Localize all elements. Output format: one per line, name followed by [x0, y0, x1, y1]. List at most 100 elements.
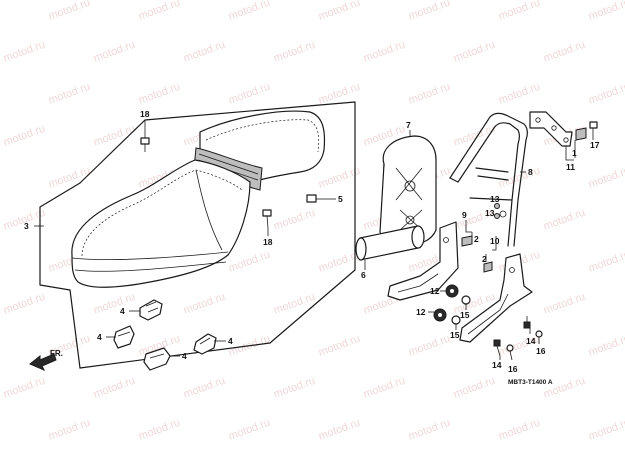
watermark-text: motod.ru	[407, 417, 452, 443]
callout-2-lower: 2	[482, 254, 487, 264]
watermark-text: motod.ru	[497, 81, 542, 107]
watermark-text: motod.ru	[587, 333, 625, 359]
side-plate-left[interactable]	[387, 221, 459, 301]
watermark-text: motod.ru	[2, 291, 47, 317]
bracket-4-c[interactable]	[193, 333, 217, 355]
callout-13-b: 13	[485, 208, 495, 218]
nut-12-lower[interactable]	[433, 308, 447, 322]
washer-16-right[interactable]	[535, 330, 543, 338]
callout-15-lower: 15	[450, 330, 460, 340]
callout-labels: 3 18 18 5 4 4 4 4 6 7 8 9 2 10 2 13 13 1…	[24, 109, 600, 386]
watermark-text: motod.ru	[92, 375, 137, 401]
callout-18-top: 18	[140, 109, 150, 119]
watermark-text: motod.ru	[137, 0, 182, 23]
watermark-text: motod.ru	[587, 81, 625, 107]
watermark-text: motod.ru	[407, 333, 452, 359]
watermark-text: motod.ru	[227, 417, 272, 443]
watermark-text: motod.ru	[362, 39, 407, 65]
callout-11: 11	[566, 162, 575, 172]
watermark-text: motod.ru	[407, 0, 452, 23]
watermark-text: motod.ru	[92, 291, 137, 317]
callout-18-lower: 18	[263, 237, 273, 247]
callout-12-upper: 12	[430, 286, 440, 296]
watermark-text: motod.ru	[0, 0, 2, 23]
watermark-text: motod.ru	[542, 207, 587, 233]
bolt-13-a[interactable]	[494, 203, 500, 209]
watermark-text: motod.ru	[362, 375, 407, 401]
front-direction-arrow: FR.	[29, 349, 63, 371]
washer-16-left[interactable]	[506, 344, 514, 352]
watermark-text: motod.ru	[227, 81, 272, 107]
callout-4-b: 4	[97, 332, 102, 342]
bracket-4-b[interactable]	[113, 325, 135, 349]
leader-lines	[34, 120, 594, 361]
bolt-5[interactable]	[306, 194, 326, 203]
callout-5: 5	[338, 194, 343, 204]
collar-1[interactable]	[575, 127, 587, 141]
callout-4-c: 4	[182, 351, 187, 361]
bolt-18-top[interactable]	[140, 137, 150, 152]
collar-2-upper[interactable]	[461, 235, 473, 247]
watermark-text: motod.ru	[0, 333, 2, 359]
mount-bracket-11[interactable]	[529, 111, 573, 147]
bar-pad[interactable]	[355, 225, 425, 261]
watermark-text: motod.ru	[497, 417, 542, 443]
bolt-14-left[interactable]	[493, 339, 501, 357]
bracket-4-a[interactable]	[139, 299, 163, 321]
washer-15-upper[interactable]	[461, 295, 471, 305]
backrest-pad[interactable]	[379, 135, 437, 245]
watermark-text: motod.ru	[587, 0, 625, 23]
callout-13-a: 13	[490, 194, 500, 204]
watermark-text: motod.ru	[137, 81, 182, 107]
callout-4-d: 4	[228, 336, 233, 346]
watermark-text: motod.ru	[47, 81, 92, 107]
watermark-text: motod.ru	[0, 165, 2, 191]
watermark-text: motod.ru	[407, 81, 452, 107]
callout-1: 1	[572, 148, 577, 158]
washer-15-lower[interactable]	[451, 315, 461, 325]
watermark-text: motod.ru	[452, 123, 497, 149]
nut-12-upper[interactable]	[445, 284, 459, 298]
callout-4-a: 4	[120, 306, 125, 316]
callout-16-right: 16	[536, 346, 546, 356]
watermark-text: motod.ru	[317, 333, 362, 359]
watermark-text: motod.ru	[0, 249, 2, 275]
callout-14-left: 14	[492, 360, 502, 370]
watermark-text: motod.ru	[2, 375, 47, 401]
callout-7: 7	[406, 120, 411, 130]
bolt-14-right[interactable]	[523, 316, 531, 329]
sissy-bar-frame[interactable]	[449, 112, 528, 247]
watermark-text: motod.ru	[2, 123, 47, 149]
bolt-17[interactable]	[589, 121, 598, 136]
callout-8: 8	[528, 167, 533, 177]
side-plate-right[interactable]	[459, 253, 533, 343]
callout-15-upper: 15	[460, 310, 470, 320]
watermark-text: motod.ru	[2, 39, 47, 65]
seat-group-frame	[39, 101, 356, 369]
watermark-text: motod.ru	[182, 39, 227, 65]
watermark-text: motod.ru	[317, 417, 362, 443]
watermark-text: motod.ru	[542, 39, 587, 65]
watermark-text: motod.ru	[542, 291, 587, 317]
watermark-text: motod.ru	[227, 0, 272, 23]
watermark-text: motod.ru	[92, 123, 137, 149]
watermark-text: motod.ru	[272, 207, 317, 233]
seat[interactable]	[71, 110, 326, 288]
watermark-text: motod.ru	[452, 375, 497, 401]
watermark-text: motod.ru	[497, 0, 542, 23]
callout-12-lower: 12	[416, 307, 426, 317]
collar-2-lower[interactable]	[483, 261, 493, 273]
watermark-text: motod.ru	[0, 417, 2, 443]
watermark-text: motod.ru	[137, 417, 182, 443]
bolt-18-lower[interactable]	[262, 209, 272, 229]
watermark-text: motod.ru	[272, 291, 317, 317]
callout-6: 6	[361, 270, 366, 280]
bolt-13-b[interactable]	[494, 213, 500, 219]
callout-9: 9	[462, 210, 467, 220]
callout-2-upper: 2	[474, 234, 479, 244]
bracket-4-d[interactable]	[143, 347, 171, 371]
watermark-text: motod.ru	[587, 165, 625, 191]
front-direction-label: FR.	[50, 349, 63, 358]
callout-16-left: 16	[508, 364, 518, 374]
